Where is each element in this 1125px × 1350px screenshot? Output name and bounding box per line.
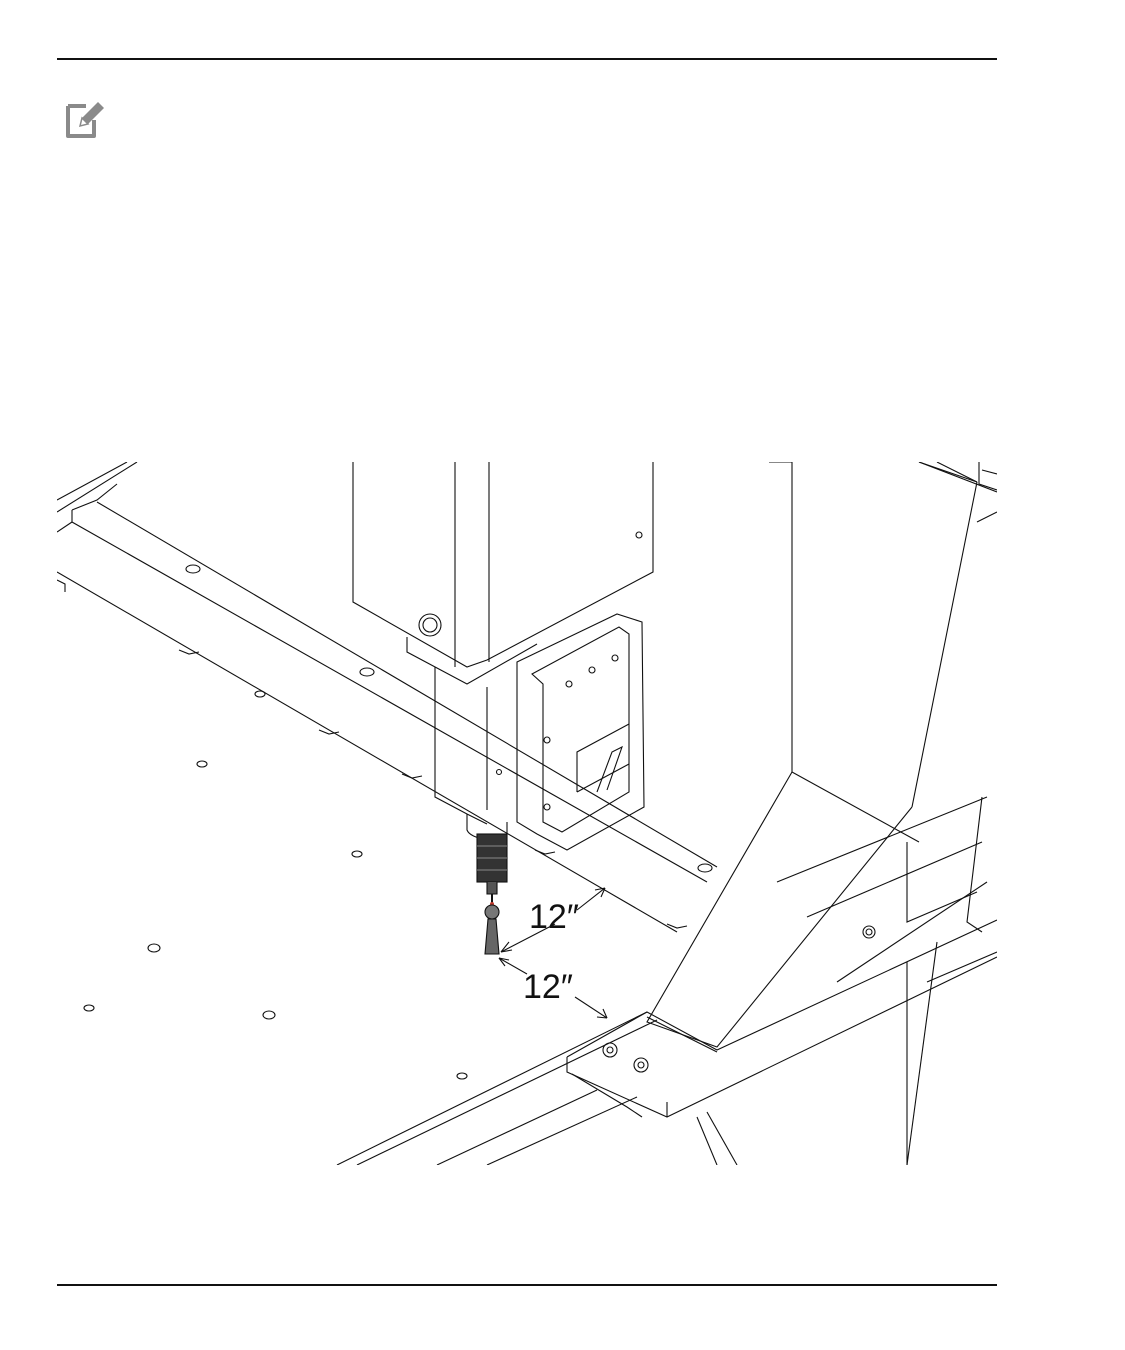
gantry-leg <box>646 462 997 1048</box>
table-holes <box>83 690 468 1080</box>
dimension-lines <box>498 887 608 1019</box>
machine-probe-illustration: 12″ 12″ <box>57 462 997 1165</box>
header-rule <box>57 58 997 60</box>
footer-rule <box>57 1284 997 1286</box>
dimension-label-1: 12″ <box>529 898 579 936</box>
base-plate <box>336 919 997 1165</box>
spindle-head <box>352 462 654 851</box>
left-rail <box>57 462 718 933</box>
note-edit-icon <box>62 98 106 142</box>
spindle-probe <box>476 833 508 955</box>
dimension-label-2: 12″ <box>523 968 573 1006</box>
